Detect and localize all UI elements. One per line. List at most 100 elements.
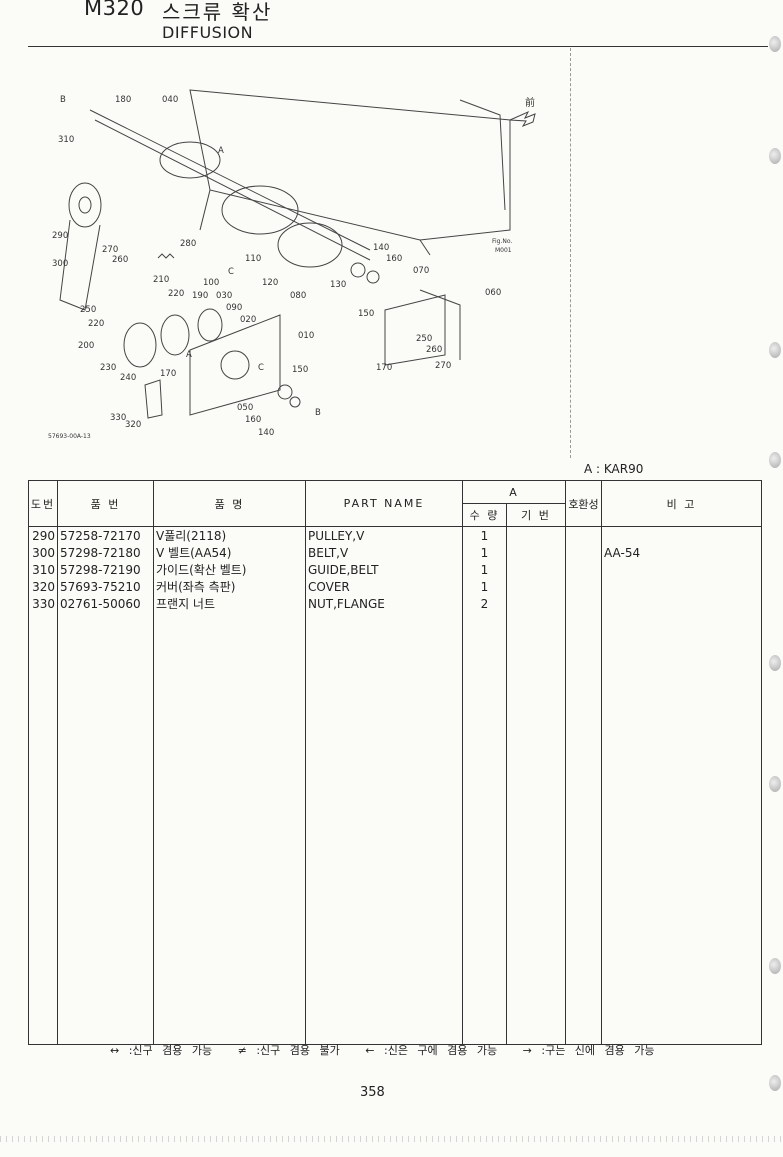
col-header-part-no: 품 번: [57, 480, 154, 527]
model-reference: A : KAR90: [584, 462, 644, 476]
front-arrow-icon: [509, 110, 536, 128]
svg-text:130: 130: [330, 280, 346, 290]
row-part-no: 57298-72190: [57, 561, 154, 578]
section-title-korean: 스크류 확산: [162, 0, 273, 24]
svg-text:C: C: [228, 267, 234, 277]
diagram-divider: [570, 48, 571, 458]
svg-text:300: 300: [52, 259, 68, 269]
svg-text:A: A: [218, 146, 224, 156]
row-part-name: BELT,V: [305, 544, 463, 561]
legend-item: → :구는 신에 겸용 가능: [522, 1044, 655, 1057]
legend-item: ↔ :신구 겸용 가능: [110, 1044, 213, 1057]
row-part-no: 57298-72180: [57, 544, 154, 561]
row-no: 330: [28, 595, 58, 612]
col-header-part-name: PART NAME: [305, 480, 463, 527]
svg-text:120: 120: [262, 278, 278, 288]
row-no: 290: [28, 526, 58, 544]
drawing-code: 57693-00A-13: [48, 433, 91, 440]
row-part-name: NUT,FLANGE: [305, 595, 463, 612]
svg-text:260: 260: [112, 255, 128, 265]
table-row: 320 57693-75210 커버(좌측 측판) COVER 1: [28, 578, 762, 595]
svg-text:150: 150: [358, 309, 374, 319]
svg-text:140: 140: [258, 428, 274, 438]
row-compat: [565, 561, 602, 578]
front-label: 前: [525, 96, 535, 109]
svg-text:170: 170: [376, 363, 392, 373]
svg-text:080: 080: [290, 291, 306, 301]
row-remarks: [601, 578, 762, 595]
binder-hole-icon: [769, 36, 781, 52]
svg-text:060: 060: [485, 288, 501, 298]
svg-text:270: 270: [435, 361, 451, 371]
row-compat: [565, 595, 602, 612]
parts-table: 도번 품 번 품 명 PART NAME A 호환성 비 고 수 량 기 번 2…: [28, 480, 762, 1045]
svg-text:160: 160: [386, 254, 402, 264]
svg-text:240: 240: [120, 373, 136, 383]
row-qty: 1: [462, 578, 507, 595]
row-name-kr: 가이드(확산 벨트): [153, 561, 306, 578]
svg-text:150: 150: [292, 365, 308, 375]
svg-text:140: 140: [373, 243, 389, 253]
svg-text:M001: M001: [495, 247, 512, 254]
row-name-kr: V 벨트(AA54): [153, 544, 306, 561]
binder-hole-icon: [769, 655, 781, 671]
svg-text:110: 110: [245, 254, 261, 264]
section-title-english: DIFFUSION: [162, 23, 254, 42]
row-remarks: [601, 561, 762, 578]
col-header-no: 도번: [28, 480, 58, 527]
legend-item: ← :신은 구에 겸용 가능: [365, 1044, 498, 1057]
svg-text:030: 030: [216, 291, 232, 301]
svg-text:250: 250: [416, 334, 432, 344]
col-header-remarks: 비 고: [601, 480, 762, 527]
svg-text:270: 270: [102, 245, 118, 255]
table-row: 310 57298-72190 가이드(확산 벨트) GUIDE,BELT 1: [28, 561, 762, 578]
svg-text:010: 010: [298, 331, 314, 341]
svg-text:B: B: [60, 95, 66, 105]
row-compat: [565, 526, 602, 544]
row-part-no: 57258-72170: [57, 526, 154, 544]
svg-text:050: 050: [237, 403, 253, 413]
row-no: 300: [28, 544, 58, 561]
header-rule: [28, 46, 768, 47]
col-header-base: 기 번: [506, 503, 566, 527]
table-blank-area: [28, 612, 762, 1045]
row-qty: 2: [462, 595, 507, 612]
row-part-name: COVER: [305, 578, 463, 595]
col-header-compat: 호환성: [565, 480, 602, 527]
row-name-kr: 프랜지 너트: [153, 595, 306, 612]
row-part-name: PULLEY,V: [305, 526, 463, 544]
page-number: 358: [360, 1085, 385, 1100]
row-compat: [565, 544, 602, 561]
row-part-name: GUIDE,BELT: [305, 561, 463, 578]
row-no: 320: [28, 578, 58, 595]
binder-hole-icon: [769, 452, 781, 468]
svg-text:280: 280: [180, 239, 196, 249]
svg-text:040: 040: [162, 95, 178, 105]
svg-text:070: 070: [413, 266, 429, 276]
binder-hole-icon: [769, 958, 781, 974]
svg-text:090: 090: [226, 303, 242, 313]
row-compat: [565, 578, 602, 595]
row-remarks: AA-54: [601, 544, 762, 561]
row-remarks: [601, 526, 762, 544]
row-qty: 1: [462, 544, 507, 561]
row-base: [506, 595, 566, 612]
col-header-name-kr: 품 명: [153, 480, 306, 527]
row-name-kr: 커버(좌측 측판): [153, 578, 306, 595]
svg-text:160: 160: [245, 415, 261, 425]
col-header-group-a: A: [462, 480, 566, 504]
row-base: [506, 578, 566, 595]
row-base: [506, 526, 566, 544]
svg-text:C: C: [258, 363, 264, 373]
svg-text:310: 310: [58, 135, 74, 145]
row-qty: 1: [462, 526, 507, 544]
svg-text:190: 190: [192, 291, 208, 301]
compatibility-legend: ↔ :신구 겸용 가능 ≠ :신구 겸용 불가 ← :신은 구에 겸용 가능 →…: [110, 1042, 671, 1058]
svg-text:210: 210: [153, 275, 169, 285]
svg-text:220: 220: [88, 319, 104, 329]
svg-text:220: 220: [168, 289, 184, 299]
svg-text:230: 230: [100, 363, 116, 373]
binder-hole-icon: [769, 148, 781, 164]
row-base: [506, 544, 566, 561]
